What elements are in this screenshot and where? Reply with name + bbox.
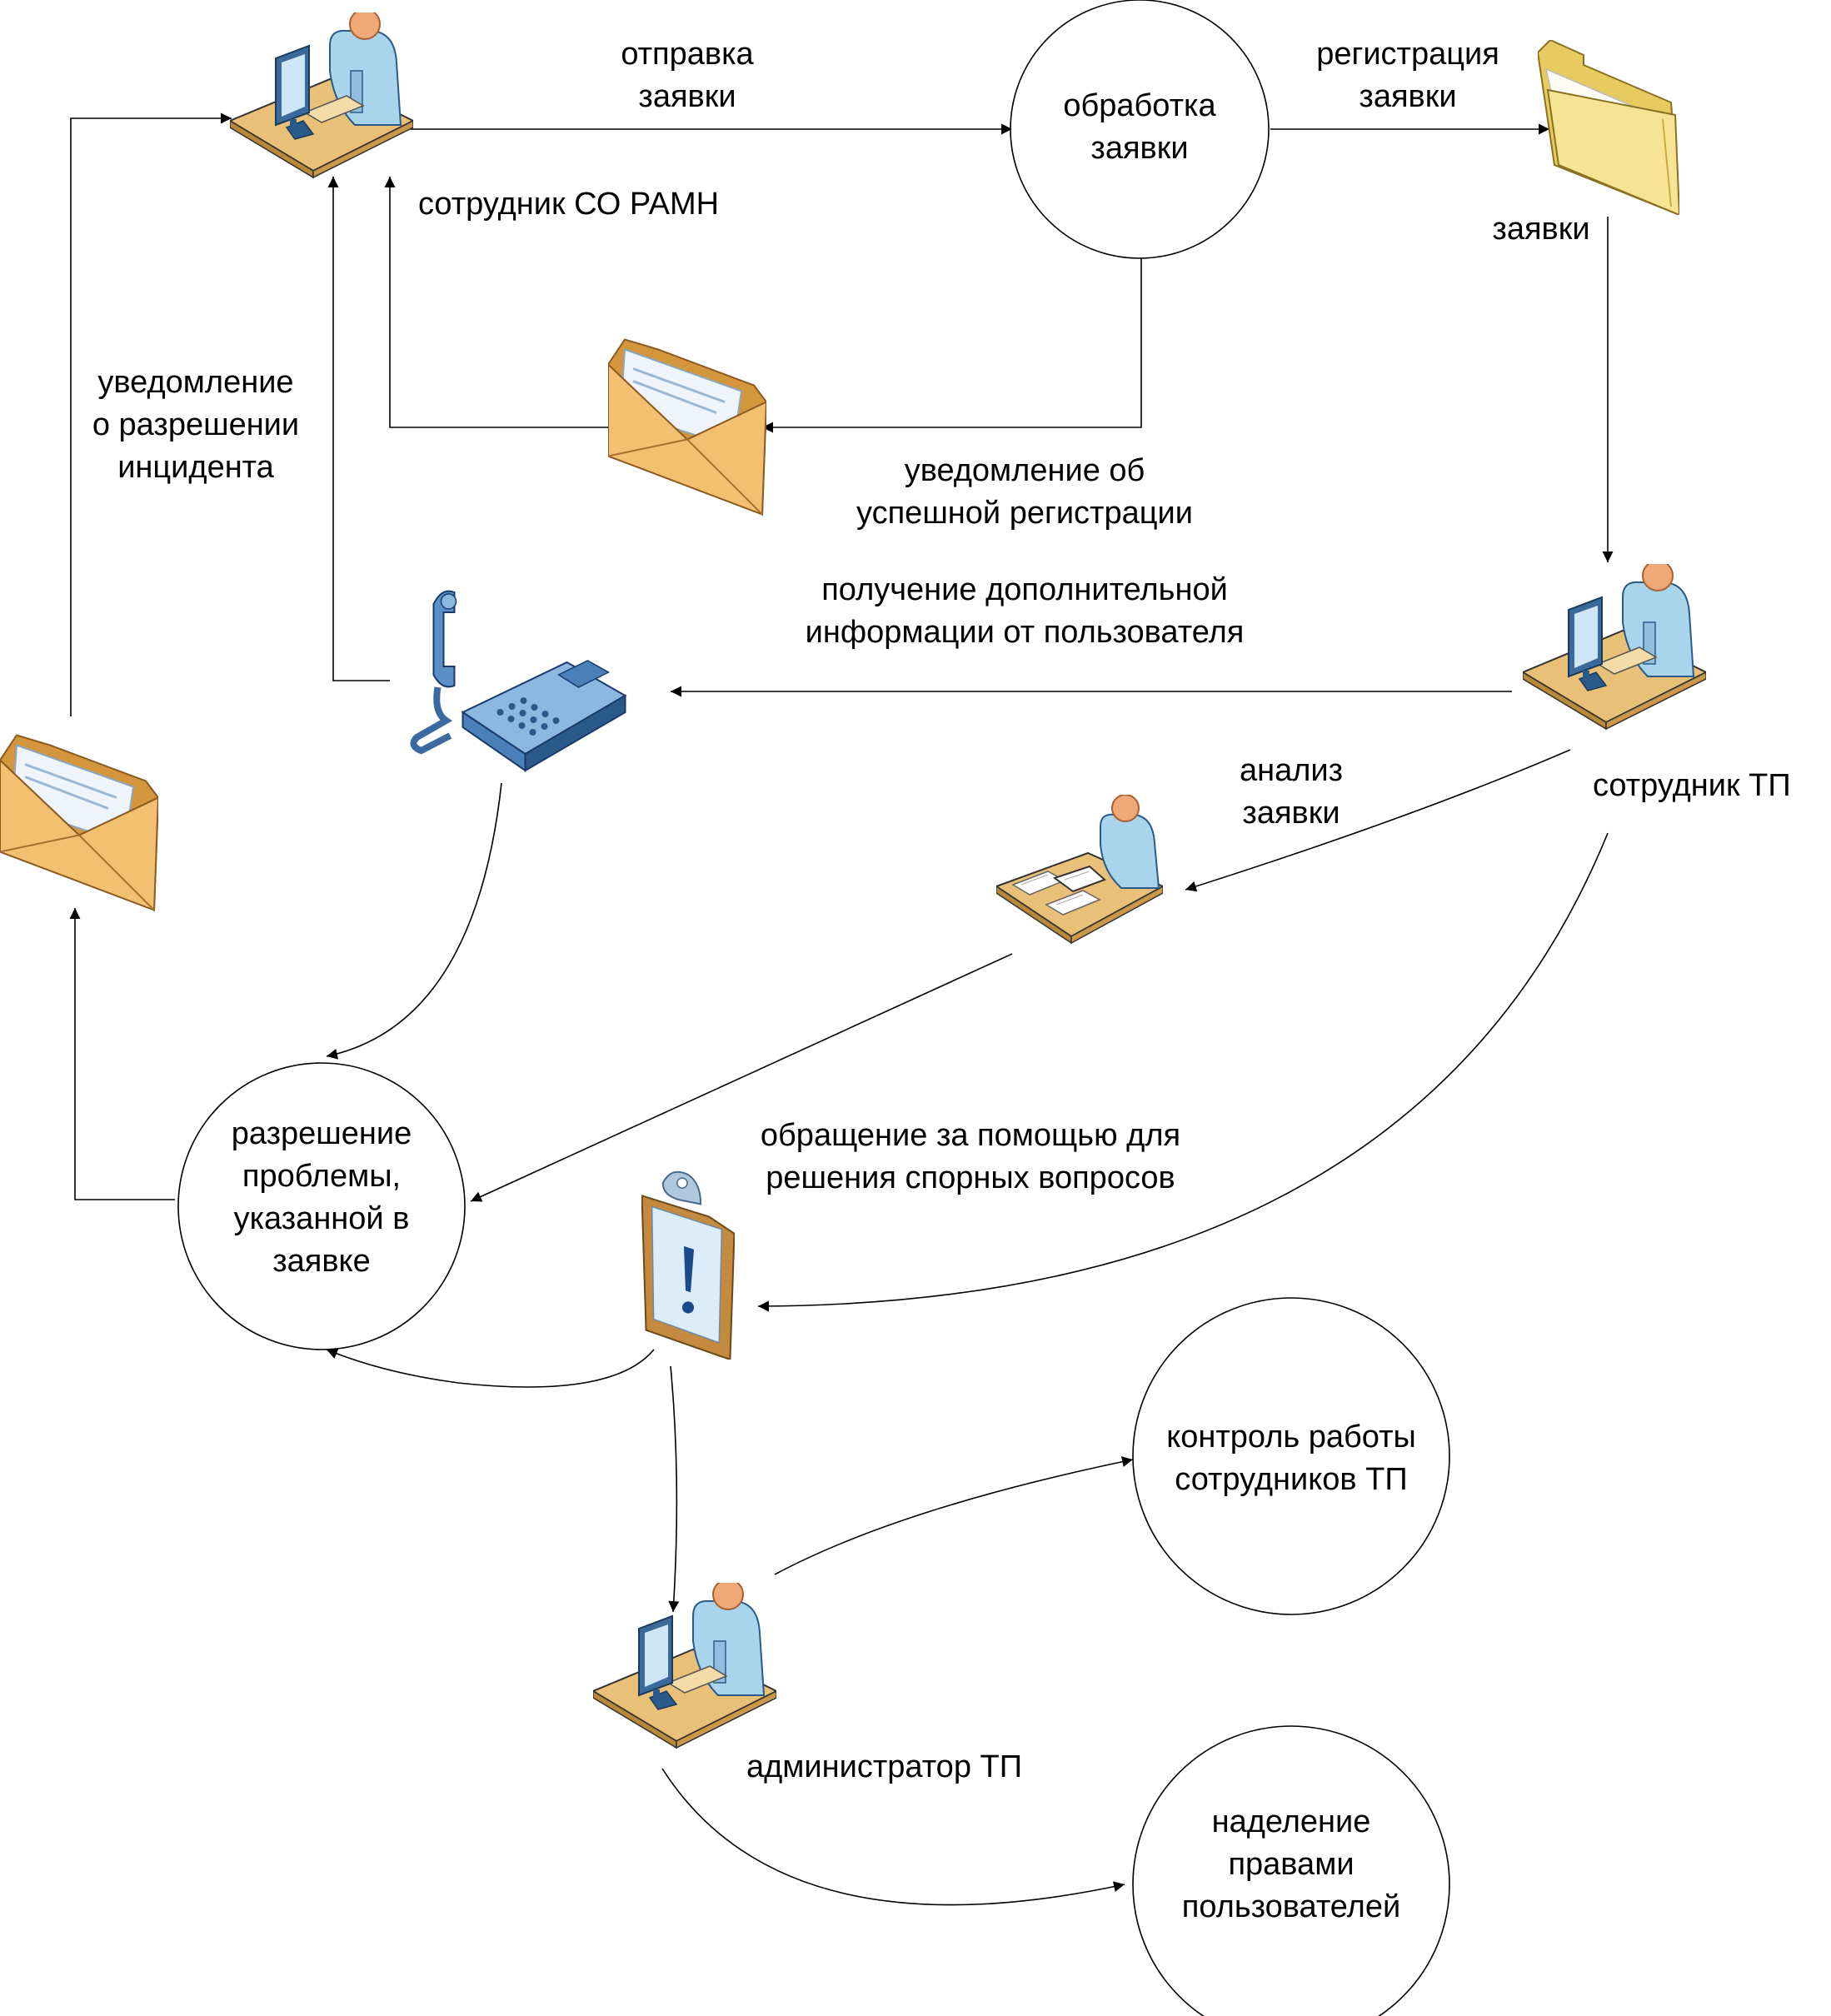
- actor-label-user: сотрудник СО РАМН: [418, 187, 720, 222]
- user-at-computer-icon: [230, 12, 413, 178]
- actor-label-support: сотрудник ТП: [1593, 768, 1791, 803]
- flow-admin-to-control: [774, 1456, 1134, 1575]
- folder-icon: [1538, 40, 1679, 215]
- clipboard-alert-icon: [641, 1170, 735, 1360]
- flow-processing-to-envelope: [762, 258, 1142, 433]
- process-label-processing: обработка заявки: [1063, 88, 1216, 166]
- actor-label-admin: администратор ТП: [746, 1749, 1023, 1784]
- flow-resolution-to-envelope: [69, 908, 175, 1200]
- flow-label-register-request: регистрация заявки: [1316, 37, 1499, 114]
- flow-clipboard-to-admin: [668, 1365, 680, 1613]
- flow-lines: [69, 112, 1614, 1906]
- flow-label-registration-notice: уведомление об успешной регистрации: [856, 453, 1193, 531]
- flow-envelope-to-user-left: [70, 112, 232, 716]
- process-processing-circle: [1010, 0, 1270, 259]
- flow-label-analysis: анализ заявки: [1239, 753, 1344, 831]
- admin-at-computer-icon: [593, 1583, 776, 1749]
- flow-label-help-request: обращение за помощью для решения спорных…: [760, 1118, 1181, 1195]
- flow-admin-to-rights: [661, 1768, 1125, 1906]
- process-label-control: контроль работы сотрудников ТП: [1166, 1420, 1416, 1497]
- process-label-resolution: разрешение проблемы, указанной в заявке: [231, 1116, 412, 1279]
- flow-label-extra-info: получение дополнительной информации от п…: [805, 572, 1245, 650]
- envelope-icon: [608, 337, 766, 516]
- support-at-computer-icon: [1523, 564, 1706, 730]
- flow-support-to-analyst: [1185, 749, 1571, 892]
- flow-analyst-to-resolution: [470, 953, 1013, 1202]
- process-label-rights: наделение правами пользователей: [1181, 1804, 1401, 1924]
- flow-phone-to-resolution: [326, 782, 502, 1060]
- process-control-circle: [1132, 1297, 1450, 1615]
- flow-support-to-clipboard: [757, 832, 1609, 1312]
- user-reading-papers-icon: [996, 795, 1163, 944]
- store-label-requests: заявки: [1492, 212, 1590, 247]
- process-resolution-circle: [177, 1062, 466, 1350]
- flow-phone-to-user: [327, 177, 390, 681]
- flow-clipboard-to-resolution: [326, 1348, 655, 1388]
- telephone-icon: [414, 591, 626, 771]
- flow-envelope-to-user: [384, 177, 608, 428]
- flow-label-send-request: отправка заявки: [621, 37, 754, 114]
- envelope-icon: [0, 733, 158, 912]
- process-rights-circle: [1132, 1725, 1450, 2016]
- flow-label-incident-notice: уведомление о разрешении инцидента: [92, 365, 300, 485]
